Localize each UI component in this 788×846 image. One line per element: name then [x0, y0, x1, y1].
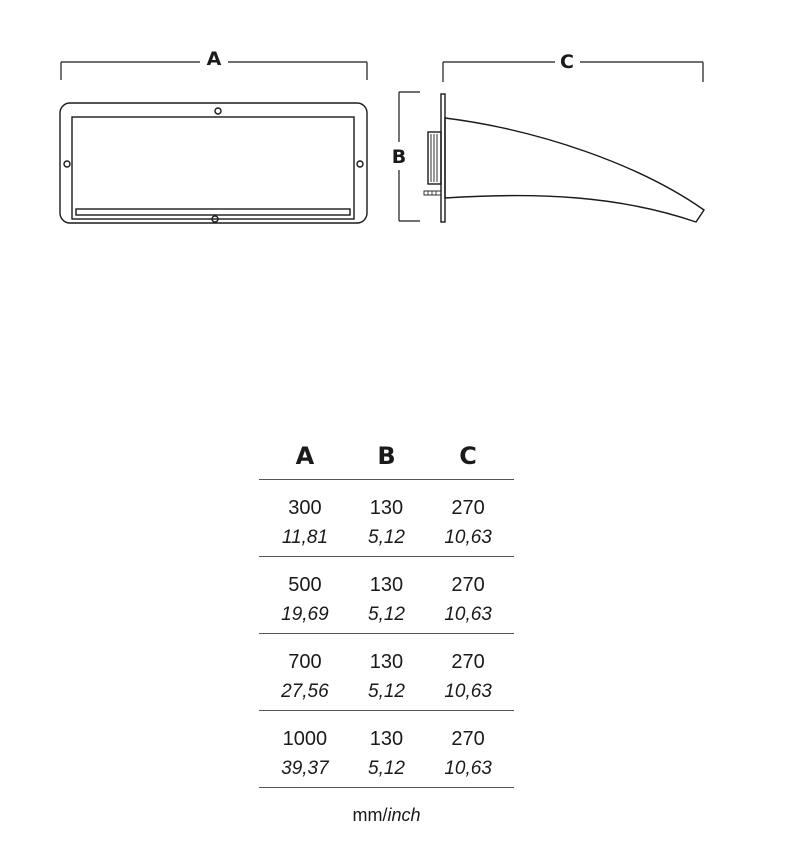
cell-b-mm: 130	[369, 574, 404, 596]
units-note: mm/inch	[259, 805, 514, 826]
dimension-c-label: C	[560, 51, 574, 73]
table-row-inch: 39,37 5,12 10,63	[259, 751, 514, 788]
cell-b-inch: 5,12	[350, 520, 423, 557]
cell-a-mm: 500	[288, 574, 322, 596]
screw-hole-top	[214, 107, 222, 115]
table-row-mm: 300 130 270	[259, 480, 514, 521]
header-c: C	[422, 432, 514, 480]
screw-hole-left	[63, 160, 71, 168]
table-row-mm: 700 130 270	[259, 634, 514, 675]
cell-a-inch: 11,81	[259, 520, 351, 557]
cell-c-mm: 270	[451, 497, 485, 519]
cell-c-inch: 10,63	[422, 597, 514, 634]
table-row-inch: 27,56 5,12 10,63	[259, 674, 514, 711]
cell-b-inch: 5,12	[350, 597, 423, 634]
header-b: B	[350, 432, 423, 480]
cell-c-mm: 270	[451, 574, 485, 596]
table-header-row: A B C	[259, 432, 514, 480]
units-separator: /	[382, 805, 388, 825]
front-plate-inner	[71, 116, 355, 220]
side-spout-profile	[444, 117, 705, 223]
header-a: A	[259, 432, 351, 480]
cell-a-inch: 19,69	[259, 597, 351, 634]
screw-hole-right	[356, 160, 364, 168]
cell-b-mm: 130	[369, 497, 404, 519]
cell-c-mm: 270	[451, 651, 485, 673]
front-plate-outer	[59, 102, 368, 224]
cell-a-inch: 27,56	[259, 674, 351, 711]
cell-b-inch: 5,12	[350, 674, 423, 711]
table-row-inch: 19,69 5,12 10,63	[259, 597, 514, 634]
cell-b-inch: 5,12	[350, 751, 423, 788]
table-row-mm: 500 130 270	[259, 557, 514, 598]
table-row-mm: 1000 130 270	[259, 711, 514, 752]
dimension-b-bracket	[398, 91, 420, 222]
dimension-b-label: B	[392, 146, 406, 168]
front-outlet-slot	[75, 208, 351, 216]
cell-a-mm: 1000	[282, 728, 328, 750]
cell-c-inch: 10,63	[422, 674, 514, 711]
cell-c-inch: 10,63	[422, 751, 514, 788]
units-inch: inch	[387, 805, 421, 825]
dimension-c-bracket	[442, 61, 704, 82]
cell-a-mm: 300	[288, 497, 322, 519]
technical-drawing: A C B	[59, 48, 705, 224]
screw-hole-bottom	[211, 215, 219, 223]
side-view: C B	[392, 51, 705, 223]
side-mounting-block	[427, 131, 442, 185]
cell-a-mm: 700	[288, 651, 322, 673]
units-mm: mm	[352, 805, 383, 825]
dimension-a-bracket	[60, 61, 368, 80]
dimension-a-label: A	[207, 48, 222, 70]
dimensions-table: A B C 300 130 270 11,81 5,12 10,63 500 1…	[259, 432, 514, 788]
front-view: A	[59, 48, 368, 224]
cell-b-mm: 130	[369, 728, 404, 750]
cell-c-mm: 270	[451, 728, 485, 750]
cell-c-inch: 10,63	[422, 520, 514, 557]
cell-b-mm: 130	[369, 651, 404, 673]
cell-a-inch: 39,37	[259, 751, 351, 788]
side-connector-pins	[423, 190, 442, 196]
table-row-inch: 11,81 5,12 10,63	[259, 520, 514, 557]
